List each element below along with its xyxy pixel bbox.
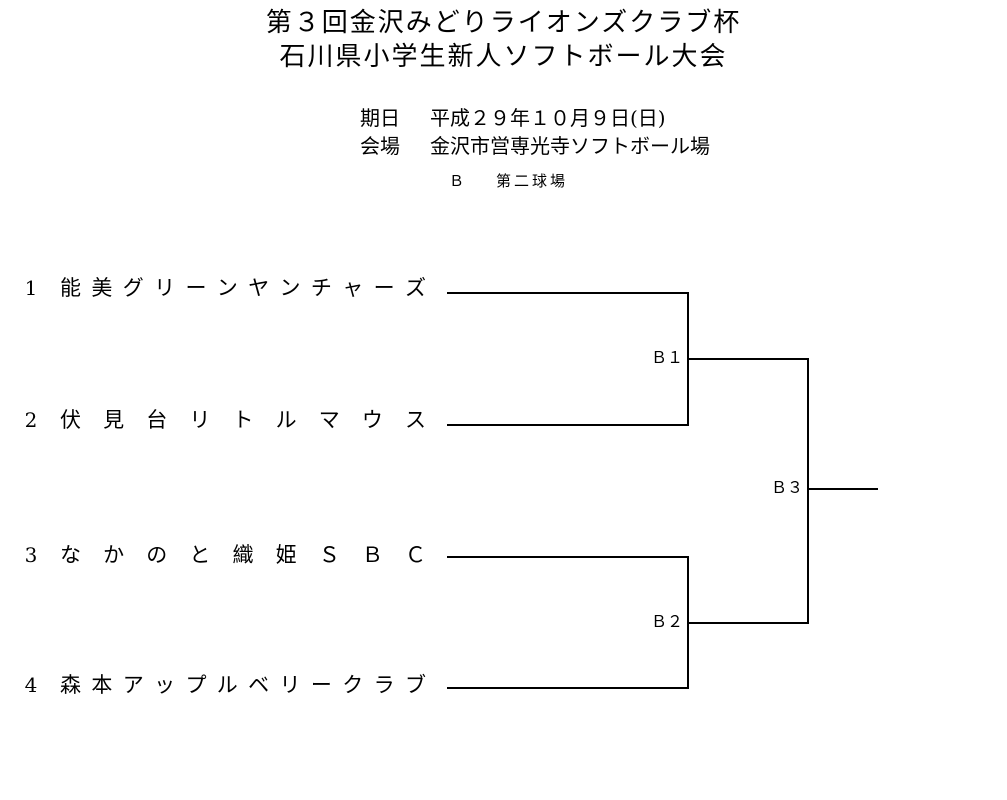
tournament-title-line1: 第３回金沢みどりライオンズクラブ杯	[265, 8, 742, 38]
venue-value: 金沢市営専光寺ソフトボール場	[430, 134, 710, 158]
match-b1-label: Ｂ１	[650, 348, 683, 367]
date-label: 期日	[360, 106, 400, 130]
team-3-seed: 3	[24, 543, 38, 567]
team-4-line	[447, 687, 688, 689]
team-3-line	[447, 556, 688, 558]
field-code: Ｂ	[449, 172, 465, 190]
match-b2-label: Ｂ２	[650, 612, 683, 631]
match-b3-connector-vertical	[807, 358, 809, 624]
team-1-seed: 1	[24, 276, 38, 300]
team-2-name: 伏見台リトルマウス	[60, 408, 426, 432]
team-2-line	[447, 424, 688, 426]
match-b2-winner-line	[687, 622, 809, 624]
tournament-title-line2: 石川県小学生新人ソフトボール大会	[279, 42, 728, 72]
date-value: 平成２９年１０月９日(日)	[430, 106, 666, 130]
team-1-line	[447, 292, 688, 294]
team-4-seed: 4	[24, 673, 38, 697]
team-4-name: 森本アップルベリークラブ	[60, 673, 426, 697]
field-name: 第二球場	[496, 172, 569, 190]
match-b3-winner-line	[807, 488, 878, 490]
match-b1-winner-line	[687, 358, 809, 360]
team-2-seed: 2	[24, 408, 38, 432]
match-b3-label: Ｂ３	[770, 478, 803, 497]
page-title: 第３回金沢みどりライオンズクラブ杯 石川県小学生新人ソフトボール大会	[0, 6, 1007, 74]
venue-label: 会場	[360, 134, 400, 158]
team-1-name: 能美グリーンヤンチャーズ	[60, 276, 426, 300]
